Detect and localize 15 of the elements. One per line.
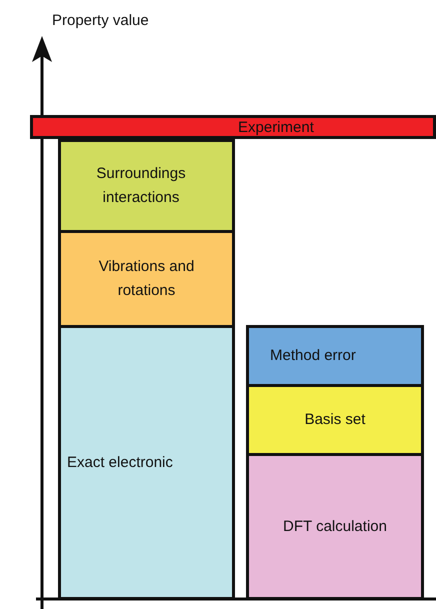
axis-label: Property value bbox=[52, 12, 149, 29]
block-label: Exact electronic bbox=[67, 452, 173, 472]
stack-block bbox=[58, 230, 235, 328]
stack-block bbox=[246, 453, 424, 600]
block-label: Experiment bbox=[238, 120, 314, 134]
stack-block bbox=[246, 325, 424, 387]
block-label: Vibrations and rotations bbox=[98, 257, 196, 301]
block-label: DFT calculation bbox=[283, 516, 387, 536]
block-label: Basis set bbox=[304, 410, 366, 430]
experiment-bar bbox=[30, 115, 436, 139]
block-label: Surroundings interactions bbox=[95, 164, 187, 208]
stack-block bbox=[58, 139, 235, 233]
stack-block bbox=[58, 325, 235, 600]
block-label: Method error bbox=[270, 346, 356, 366]
stack-block bbox=[246, 384, 424, 456]
